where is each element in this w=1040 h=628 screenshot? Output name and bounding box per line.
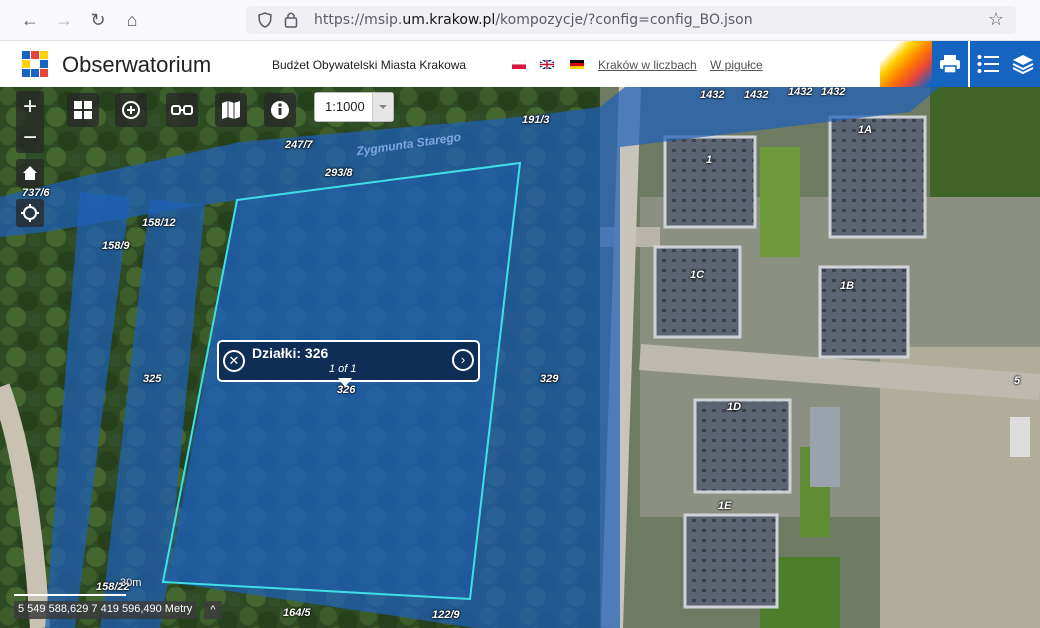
popup-pointer (338, 378, 352, 387)
home-extent-button[interactable] (16, 159, 44, 187)
scale-bar-label: 30m (120, 577, 142, 589)
zoom-in-button[interactable]: + (22, 93, 37, 120)
parcel-label: 737/6 (22, 187, 50, 199)
identify-popup: ✕ Działki: 326 1 of 1 › (217, 340, 480, 382)
reload-icon[interactable]: ↻ (90, 10, 106, 30)
map-print-button[interactable] (215, 93, 247, 127)
parcel-label: 293/8 (325, 167, 353, 179)
forward-icon[interactable]: → (55, 10, 73, 30)
parcel-label: 1432 (821, 87, 846, 98)
building-label: 1E (718, 500, 732, 512)
building-label: 1A (858, 124, 873, 136)
flag-de-icon[interactable] (570, 60, 584, 69)
compare-button[interactable] (166, 93, 198, 127)
parcel-label: 158/12 (142, 217, 176, 229)
scale-value: 1:1000 (325, 99, 365, 114)
measure-icon (122, 101, 140, 119)
parcel-label: 325 (143, 373, 162, 385)
home-icon[interactable]: ⌂ (126, 10, 138, 30)
browser-toolbar: ← → ↻ ⌂ https://msip.um.krakow.pl/kompoz… (0, 0, 1040, 41)
parcel-label: 329 (540, 373, 559, 385)
parcel-label: 158/9 (102, 240, 130, 252)
print-button[interactable] (932, 41, 968, 87)
chevron-down-icon[interactable] (372, 93, 393, 121)
link-icon (171, 105, 193, 115)
popup-title: Działki: 326 (252, 345, 329, 361)
chevron-up-icon[interactable]: ^ (204, 601, 222, 619)
building-label: 1B (840, 280, 855, 292)
shield-icon[interactable] (258, 12, 272, 28)
app-title: Obserwatorium (62, 52, 212, 77)
header-decoration (880, 41, 932, 87)
summary-link[interactable]: W pigułce (710, 58, 763, 72)
locate-button[interactable] (16, 199, 44, 227)
parcel-label: 122/9 (432, 609, 460, 621)
info-icon (271, 101, 289, 119)
parcel-label: 1432 (700, 89, 725, 101)
popup-count: 1 of 1 (329, 363, 357, 375)
coordinates-readout: 5 549 588,629 7 419 596,490 Metry (14, 601, 197, 619)
building-label: 5 (1014, 375, 1021, 387)
layers-icon (1012, 55, 1034, 74)
measure-button[interactable] (115, 93, 147, 127)
home-icon (23, 166, 37, 180)
logo[interactable] (22, 51, 48, 77)
print-icon (940, 55, 960, 74)
page-subtitle: Budżet Obywatelski Miasta Krakowa (272, 58, 467, 72)
list-icon (977, 55, 999, 73)
map-icon (222, 101, 240, 119)
identify-button[interactable] (264, 93, 296, 127)
legend-button[interactable] (970, 41, 1006, 87)
scale-select[interactable]: 1:1000 (314, 92, 394, 122)
scale-bar (14, 594, 126, 596)
building-label: 1 (706, 154, 713, 166)
lock-icon[interactable] (284, 11, 298, 28)
next-feature-icon[interactable]: › (452, 349, 474, 371)
address-bar[interactable]: https://msip.um.krakow.pl/kompozycje/?co… (246, 6, 1016, 34)
parcel-label: 164/5 (283, 607, 311, 619)
parcel-label: 158/22 (96, 581, 130, 593)
grid-icon (74, 101, 92, 119)
aerial-map (0, 87, 1040, 628)
flag-pl-icon[interactable] (512, 60, 526, 69)
parcel-label: 1432 (744, 89, 769, 101)
parcel-label: 326 (337, 384, 356, 396)
crosshair-icon (21, 204, 39, 222)
building-label: 1D (727, 401, 742, 413)
url-text[interactable]: https://msip.um.krakow.pl/kompozycje/?co… (314, 12, 753, 28)
map-view[interactable]: 1432 1432 1432 1432 191/3 247/7 293/8 73… (0, 87, 1040, 628)
app-header: Obserwatorium Budżet Obywatelski Miasta … (0, 41, 1040, 88)
zoom-out-button[interactable]: − (22, 124, 37, 151)
parcel-label: 191/3 (522, 114, 550, 126)
parcel-label: 247/7 (285, 139, 313, 151)
zoom-control: + − (16, 91, 44, 153)
layers-button[interactable] (1006, 41, 1040, 87)
krakow-stats-link[interactable]: Kraków w liczbach (598, 58, 697, 72)
star-icon[interactable]: ☆ (987, 9, 1004, 29)
parcel-label: 1432 (788, 87, 813, 98)
flag-gb-icon[interactable] (540, 60, 554, 69)
back-icon[interactable]: ← (21, 10, 39, 30)
building-label: 1C (690, 269, 705, 281)
basemap-gallery-button[interactable] (67, 93, 99, 127)
close-icon[interactable]: ✕ (223, 350, 245, 372)
